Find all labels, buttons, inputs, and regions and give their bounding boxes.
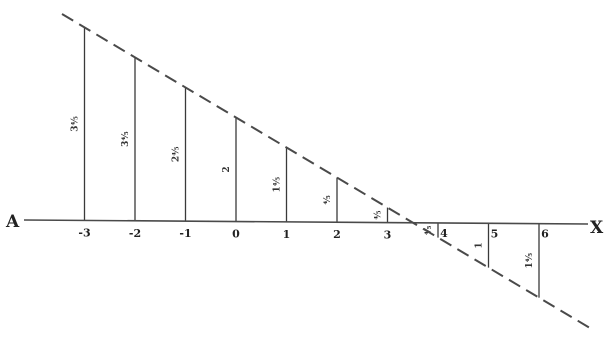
ordinate-label-9: 1⁴⁄₅ — [525, 253, 535, 269]
tick-label-5: 2 — [333, 228, 341, 241]
tick-label-8: 5 — [491, 227, 499, 240]
axis-right-label: X — [590, 218, 604, 238]
ordinate-label-0: 3⁴⁄₅ — [71, 116, 81, 132]
ordinate-label-7: ⁴⁄₅ — [424, 226, 434, 235]
tick-label-9: 6 — [541, 228, 549, 241]
sloping-dashed-line — [61, 13, 591, 329]
ordinate-label-1: 3⁴⁄₅ — [121, 131, 131, 147]
tick-label-0: -3 — [78, 226, 90, 239]
tick-label-3: 0 — [232, 228, 240, 241]
ordinate-label-8: 1 — [475, 242, 485, 248]
x-axis — [23, 219, 589, 225]
axis-left-label: A — [5, 212, 20, 232]
tick-label-6: 3 — [384, 229, 392, 242]
ordinate-label-2: 2⁴⁄₅ — [172, 146, 182, 162]
tick-label-7: 4 — [440, 227, 448, 240]
ordinate-label-3: 2 — [222, 166, 232, 172]
ordinate-label-4: 1⁴⁄₅ — [273, 177, 283, 193]
tick-label-1: -2 — [129, 227, 141, 240]
ordinate-label-5: ⁴⁄₅ — [323, 195, 333, 204]
ordinate-label-6: ⁴⁄₅ — [374, 210, 384, 219]
tick-label-4: 1 — [283, 228, 291, 241]
ordinates: 3⁴⁄₅ 3⁴⁄₅ 2⁴⁄₅ 2 1⁴⁄₅ ⁴⁄₅ ⁴⁄₅ ⁴⁄₅ 1 1⁴⁄₅ — [71, 27, 540, 298]
tick-labels: -3 -2 -1 0 1 2 3 4 5 6 — [78, 226, 549, 241]
tick-label-2: -1 — [179, 227, 191, 240]
